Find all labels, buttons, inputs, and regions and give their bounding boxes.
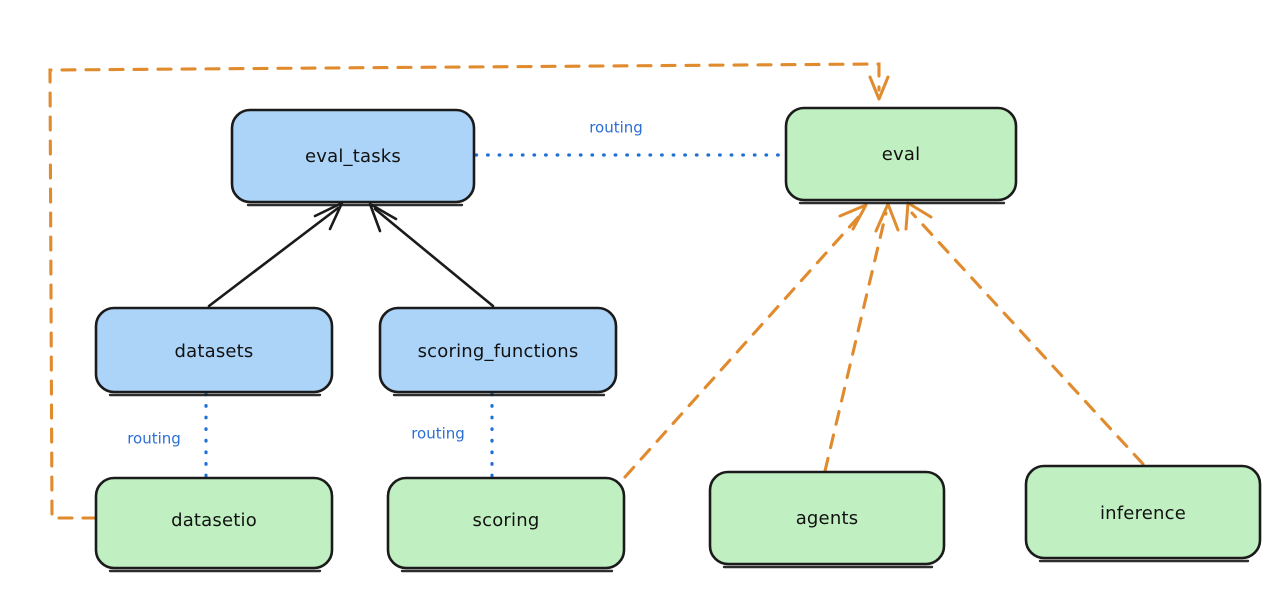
- node-inference-shape[interactable]: [1024, 464, 1262, 560]
- edge-label-routing-datasets: routing: [127, 430, 181, 448]
- node-datasetio[interactable]: datasetio: [94, 476, 334, 573]
- node-datasets[interactable]: datasets: [94, 306, 334, 397]
- node-eval-shape[interactable]: [784, 106, 1018, 202]
- node-eval[interactable]: eval: [784, 106, 1018, 205]
- node-scoring[interactable]: scoring: [386, 476, 626, 573]
- edge-inference-to-eval-line: [910, 211, 1145, 466]
- edge-scoring-functions-to-scoring: routing: [411, 392, 494, 478]
- edge-datasets-to-datasetio: routing: [127, 392, 208, 478]
- edge-agents-to-eval-line: [823, 211, 888, 473]
- node-scoring-shape[interactable]: [386, 476, 626, 570]
- edge-datasetio-to-eval-line: [48, 62, 881, 520]
- node-datasetio-shape[interactable]: [94, 476, 334, 570]
- edge-agents-to-eval-arrowhead: [874, 202, 900, 233]
- edge-scoring-functions-to-eval-tasks: [368, 202, 495, 308]
- node-eval-tasks-label: eval_tasks: [305, 146, 401, 167]
- edge-datasets-to-eval-tasks-line: [207, 206, 340, 308]
- edge-datasetio-to-eval: [48, 62, 890, 520]
- node-scoring-functions-shape[interactable]: [378, 306, 618, 394]
- node-agents-label: agents: [796, 508, 859, 529]
- node-eval-label: eval: [882, 144, 921, 165]
- node-scoring-functions-label: scoring_functions: [418, 341, 579, 362]
- edge-scoring-functions-to-eval-tasks-arrowhead: [368, 202, 398, 233]
- node-inference-label: inference: [1100, 503, 1186, 524]
- edge-scoring-functions-to-eval-tasks-line: [373, 207, 495, 308]
- edge-scoring-to-eval-line: [623, 211, 864, 479]
- node-scoring-functions[interactable]: scoring_functions: [378, 306, 618, 397]
- node-datasets-label: datasets: [174, 341, 253, 362]
- node-datasets-shape[interactable]: [94, 306, 334, 394]
- node-inference[interactable]: inference: [1024, 464, 1262, 563]
- edge-label-routing-eval-tasks: routing: [589, 119, 643, 137]
- node-eval-tasks[interactable]: eval_tasks: [230, 108, 476, 207]
- node-datasetio-label: datasetio: [171, 510, 257, 531]
- edge-eval-tasks-to-eval: routing: [474, 119, 786, 157]
- edge-label-routing-scoring-functions: routing: [411, 425, 465, 443]
- edge-datasetio-to-eval-arrowhead: [868, 75, 890, 101]
- node-agents-shape[interactable]: [708, 470, 946, 566]
- edge-scoring-to-eval: [623, 203, 868, 479]
- edge-scoring-to-eval-arrowhead: [838, 203, 868, 231]
- edge-datasets-to-eval-tasks: [207, 201, 344, 308]
- edge-inference-to-eval-arrowhead: [904, 201, 933, 231]
- edge-inference-to-eval: [904, 201, 1145, 466]
- node-scoring-label: scoring: [473, 510, 540, 531]
- node-eval-tasks-shape[interactable]: [230, 108, 476, 204]
- node-agents[interactable]: agents: [708, 470, 946, 569]
